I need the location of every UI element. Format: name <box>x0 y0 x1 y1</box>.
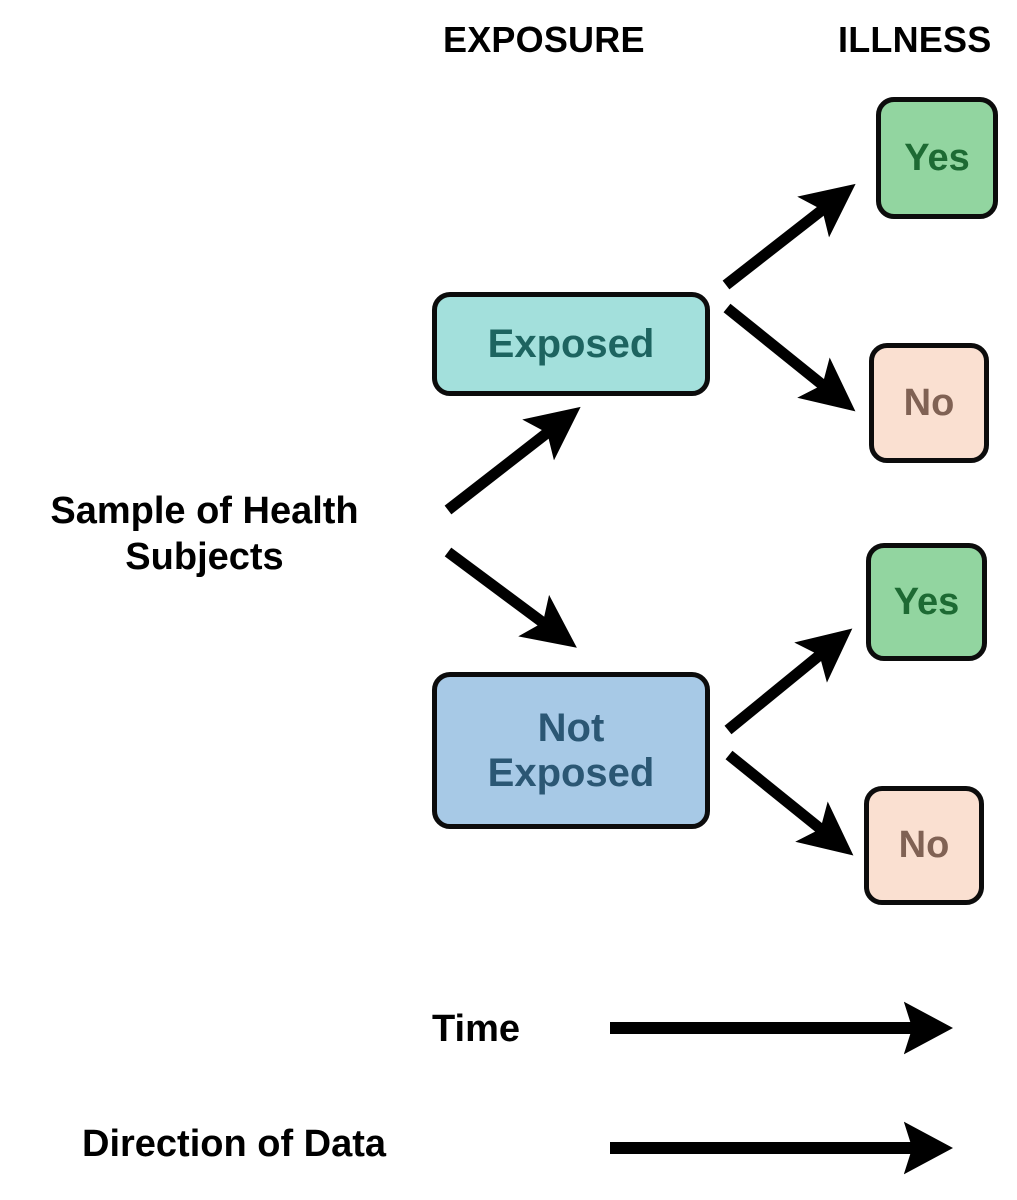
column-header-exposure: EXPOSURE <box>443 19 645 60</box>
legend-time-label: Time <box>432 1008 521 1050</box>
arrow-source-to-exposed <box>444 406 581 515</box>
node-not-exposed-label-line-2: Exposed <box>487 750 655 795</box>
node-exposed-label: Exposed <box>487 321 655 366</box>
arrow-source-to-not-exposed <box>444 547 577 648</box>
node-not-exposed-label: Not Exposed <box>488 706 655 796</box>
source-sample-label: Sample of Health Subjects <box>2 488 407 581</box>
source-sample-line-2: Subjects <box>125 536 284 579</box>
node-illness-no-exposed-label: No <box>903 381 955 424</box>
node-not-exposed[interactable]: Not Exposed <box>432 672 710 829</box>
arrow-exposed-to-yes <box>722 183 856 290</box>
node-illness-no-not-exposed-label: No <box>898 824 950 867</box>
source-sample-line-1: Sample of Health <box>50 490 359 532</box>
node-not-exposed-label-line-1: Not <box>537 705 605 750</box>
node-illness-yes-exposed-label: Yes <box>904 136 970 179</box>
node-illness-no-not-exposed[interactable]: No <box>864 786 984 905</box>
node-illness-yes-not-exposed[interactable]: Yes <box>866 543 987 661</box>
arrow-not-exposed-to-yes <box>724 628 853 735</box>
arrow-exposed-to-no <box>723 303 856 412</box>
node-illness-no-exposed[interactable]: No <box>869 343 989 463</box>
node-exposed[interactable]: Exposed <box>432 292 710 396</box>
legend-direction-of-data-label: Direction of Data <box>82 1123 387 1165</box>
column-header-illness: ILLNESS <box>838 19 992 60</box>
arrow-not-exposed-to-no <box>725 750 854 856</box>
node-illness-yes-exposed[interactable]: Yes <box>876 97 998 219</box>
node-illness-yes-not-exposed-label: Yes <box>893 580 960 623</box>
